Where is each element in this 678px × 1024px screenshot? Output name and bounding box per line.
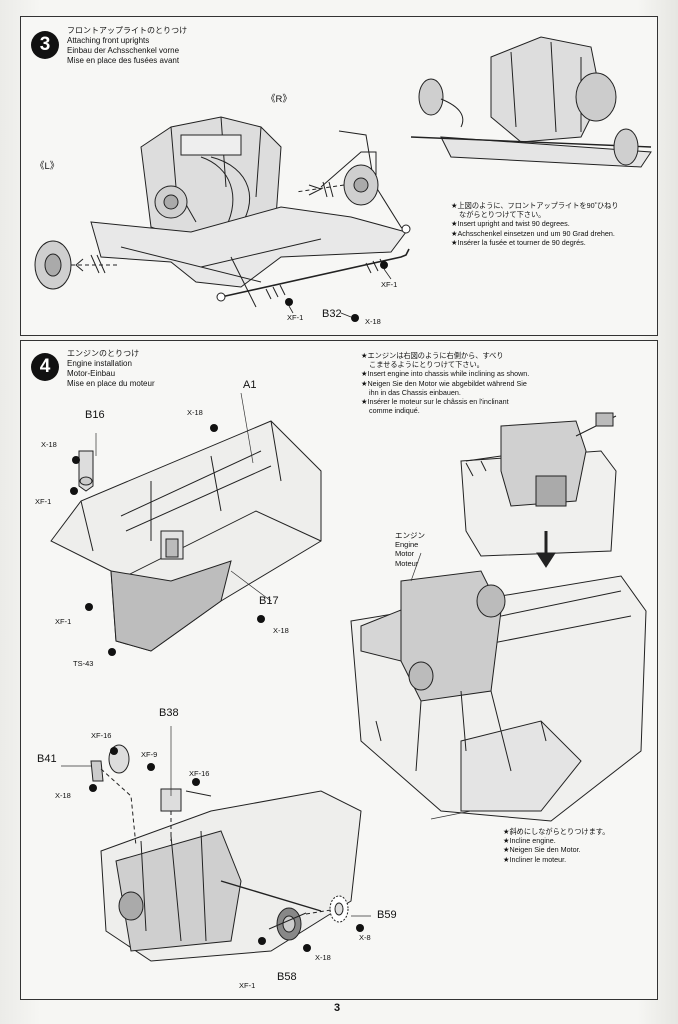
step-3-title-en: Attaching front uprights	[67, 36, 150, 45]
upright-right-label: 《R》	[266, 94, 292, 105]
step-4-note-en: ★Insert engine into chassis while inclin…	[361, 369, 530, 379]
left-upright-drawing	[34, 240, 119, 290]
step-4-note-fr-2: comme indiqué.	[369, 406, 420, 416]
screw-x18-label: X-18	[55, 791, 71, 800]
incline-note-de: ★Neigen Sie den Motor.	[503, 845, 581, 855]
part-b16-label: B16	[85, 409, 105, 421]
screw-x18-label: X-18	[187, 408, 203, 417]
step-4-title: エンジンのとりつけ Engine installation Motor-Einb…	[67, 349, 155, 389]
engine-label-fr: Moteur	[395, 558, 419, 568]
chassis-a1-drawing	[50, 420, 322, 652]
screw-xf1-label: XF-1	[239, 981, 256, 990]
chassis-with-engine-drawing	[350, 570, 647, 822]
part-b17-label: B17	[259, 595, 279, 607]
part-a1-label: A1	[243, 379, 257, 391]
pulley-b58-drawing	[268, 907, 307, 941]
step-3-title: フロントアップライトのとりつけ Attaching front uprights…	[67, 26, 187, 66]
incline-note-fr: ★Incliner le moteur.	[503, 854, 567, 864]
screw-x8-label: X-8	[359, 933, 371, 942]
engine-block-drawing	[140, 116, 282, 243]
step-3-note-jp-1: ★上図のように、フロントアップライトを90˚ひねり	[451, 201, 619, 210]
engine-label-jp: エンジン	[395, 531, 425, 540]
engine-label: エンジン Engine Motor Moteur	[395, 531, 425, 568]
screw-x18-label: X-18	[41, 440, 57, 449]
step-3-number: 3	[31, 31, 59, 59]
page-number: 3	[334, 1002, 341, 1014]
step-3-title-jp: フロントアップライトのとりつけ	[67, 26, 188, 35]
screw-xf16-label: XF-16	[91, 731, 112, 740]
step-3-panel: 3 フロントアップライトのとりつけ Attaching front uprigh…	[20, 16, 658, 336]
step-4-title-jp: エンジンのとりつけ	[67, 349, 140, 358]
insert-arrow-head	[536, 552, 556, 568]
part-b32-label: B32	[322, 308, 342, 320]
part-b58-label: B58	[277, 971, 297, 983]
step-4-note-de-2: ihn in das Chassis einbauen.	[369, 387, 461, 397]
step-4-note-jp-2: こませるようにとりつけて下さい。	[369, 360, 484, 370]
step-4-note: ★エンジンは右図のように右側から、すべり こませるようにとりつけて下さい。 ★I…	[361, 351, 529, 415]
part-b38-label: B38	[159, 707, 179, 719]
incline-note: ★斜めにしながらとりつけます。 ★Incline engine. ★Neigen…	[503, 827, 609, 864]
part-b41-label: B41	[37, 753, 57, 765]
step-3-note-fr: ★Insérer la fusée et tourner de 90 degré…	[451, 237, 586, 247]
screw-xf16-label: XF-16	[189, 769, 210, 778]
step-4-number: 4	[31, 353, 59, 381]
screw-x18-label: X-18	[315, 953, 331, 962]
screw-markers	[70, 424, 364, 952]
front-frame-drawing	[90, 130, 407, 308]
step-3-note-de: ★Achsschenkel einsetzen und um 90 Grad d…	[451, 228, 615, 238]
gear-b59-drawing	[305, 895, 349, 923]
part-b59-label: B59	[377, 909, 397, 921]
inset-upright-detail	[410, 36, 652, 168]
inset-engine-above-chassis	[460, 412, 617, 557]
screw-x18-label: X-18	[273, 626, 289, 635]
step-3-title-de: Einbau der Achsschenkel vorne	[67, 46, 180, 55]
screw-xf1-label: XF-1	[381, 280, 398, 289]
right-upright-drawing	[295, 164, 379, 206]
step-3-note-jp-2: ながらとりつけて下さい。	[459, 210, 546, 220]
step-4-title-en: Engine installation	[67, 359, 132, 368]
step-4-note-jp-1: ★エンジンは右図のように右側から、すべり	[361, 351, 504, 360]
engine-label-en: Engine	[395, 540, 419, 550]
screw-xf1-label: XF-1	[55, 617, 72, 626]
tie-rod-drawing	[216, 224, 411, 302]
screw-x18-label: X-18	[365, 317, 381, 326]
step-4-note-fr-1: ★Insérer le moteur sur le châssis en l'i…	[361, 397, 509, 407]
incline-note-en: ★Incline engine.	[503, 836, 556, 846]
step-3-title-fr: Mise en place des fusées avant	[67, 56, 180, 65]
step-4-illustration	[50, 392, 647, 962]
screw-xf1-label: XF-1	[35, 497, 52, 506]
screw-xf9-label: XF-9	[141, 750, 158, 759]
screw-ts43-label: TS-43	[73, 659, 94, 668]
step-4-title-de: Motor-Einbau	[67, 369, 116, 378]
incline-note-jp: ★斜めにしながらとりつけます。	[503, 827, 610, 836]
upright-left-label: 《L》	[35, 161, 60, 172]
screw-xf1-label: XF-1	[287, 313, 304, 322]
engine-label-de: Motor	[395, 549, 415, 559]
step-4-title-fr: Mise en place du moteur	[67, 379, 155, 388]
engine-gearbox-drawing	[90, 744, 362, 962]
step-3-note-en: ★Insert upright and twist 90 degrees.	[451, 219, 570, 229]
step-3-note: ★上図のように、フロントアップライトを90˚ひねり ながらとりつけて下さい。 ★…	[451, 201, 619, 247]
step-4-panel: 4 エンジンのとりつけ Engine installation Motor-Ei…	[20, 340, 658, 1000]
step-3-illustration	[34, 36, 652, 322]
step-4-note-de-1: ★Neigen Sie den Motor wie abgebildet wäh…	[361, 378, 527, 388]
